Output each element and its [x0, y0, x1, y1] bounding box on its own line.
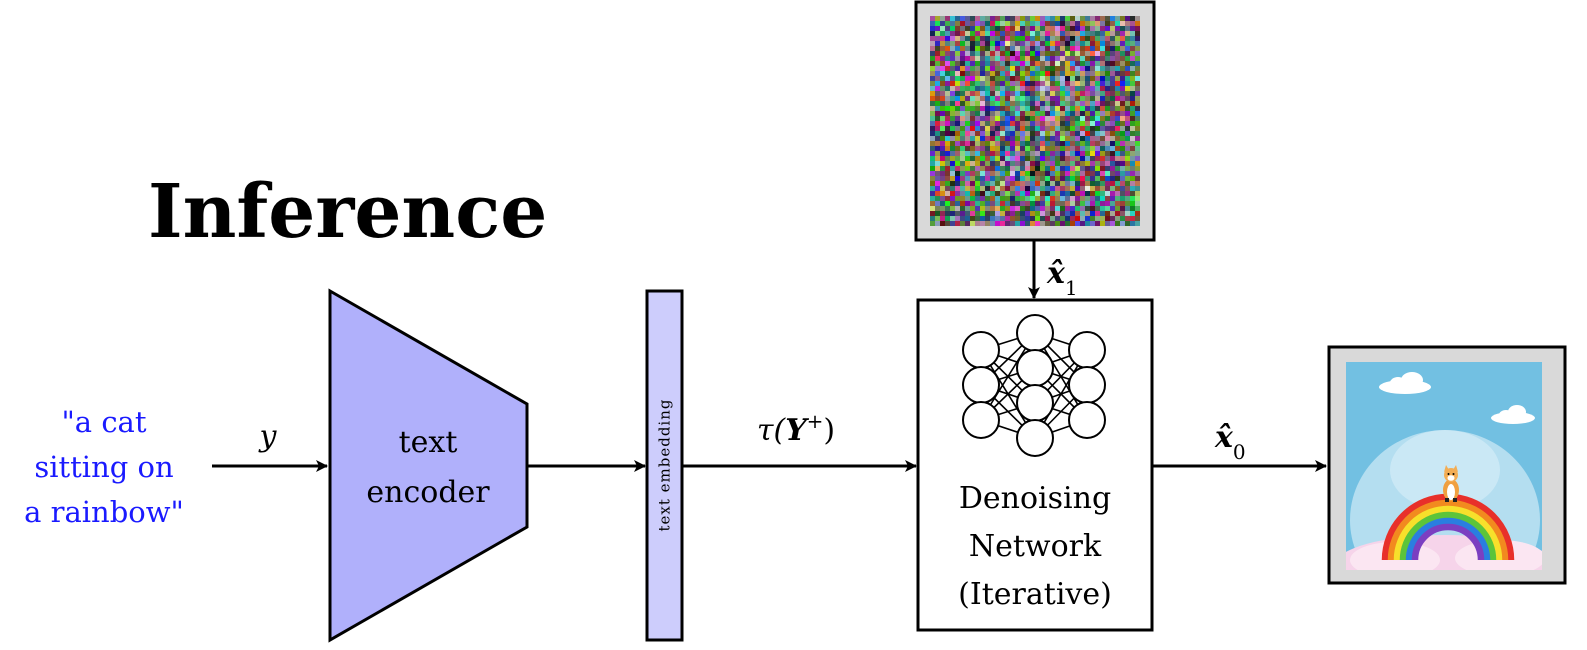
nn-node [1016, 314, 1054, 352]
prompt-line-2: sitting on [34, 450, 173, 484]
edge-label-x0: x̂0 [1214, 420, 1246, 464]
rainbow-band [1411, 523, 1485, 561]
nn-node [1016, 384, 1054, 422]
rainbow-band [1405, 517, 1491, 561]
edge-label-x1: x̂1 [1046, 256, 1078, 300]
output-image [1346, 362, 1542, 570]
rainbow-band [1393, 505, 1503, 561]
diagram-title: Inference [148, 169, 547, 255]
prompt-line-1: "a cat [61, 405, 146, 439]
rainbow-band [1399, 511, 1497, 561]
edge-label-y: y [258, 419, 278, 454]
cloud-left [1379, 372, 1431, 394]
nn-node [1068, 401, 1106, 439]
encoder-label-line-1: text [399, 425, 458, 460]
nn-node [962, 331, 1000, 369]
rainbow-band [1387, 499, 1509, 561]
denoiser-label-line-3: (Iterative) [958, 577, 1112, 612]
denoiser-label-line-1: Denoising [959, 481, 1111, 516]
text-encoder-block [328, 288, 529, 643]
neural-network-icon [962, 314, 1106, 457]
denoiser-label-line-2: Network [969, 529, 1102, 564]
nn-node [1068, 366, 1106, 404]
nn-node [962, 366, 1000, 404]
edge-label-tau: τ(Y+) [757, 409, 835, 448]
cat [1443, 465, 1459, 502]
nn-node [1016, 419, 1054, 457]
encoder-label-line-2: encoder [366, 475, 490, 510]
prompt-text: "a cat sitting on a rainbow" [24, 405, 184, 529]
nn-node [962, 401, 1000, 439]
noise-image [930, 16, 1140, 226]
nn-node [1068, 331, 1106, 369]
cloud-right [1491, 405, 1535, 424]
prompt-line-3: a rainbow" [24, 495, 184, 529]
nn-node [1016, 349, 1054, 387]
embedding-label: text embedding [656, 398, 674, 531]
